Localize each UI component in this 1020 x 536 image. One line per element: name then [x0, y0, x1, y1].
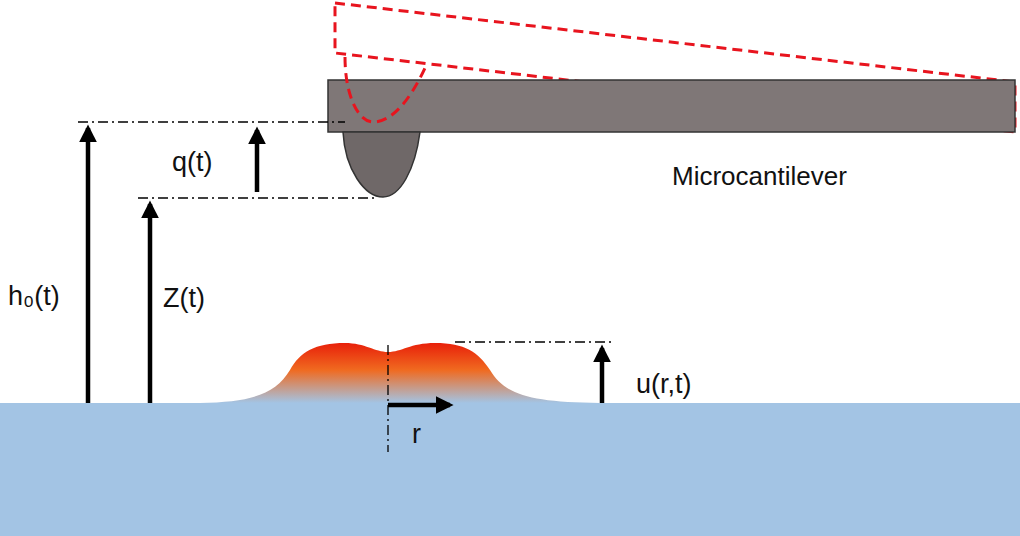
dimension-arrows: [88, 128, 602, 405]
variable-label: u(r,t): [636, 370, 692, 400]
substrate: [0, 403, 1020, 536]
variable-label: r: [412, 420, 421, 450]
deflected-tip: [345, 57, 425, 122]
surface-bump: [200, 343, 600, 403]
variable-label: q(t): [172, 148, 213, 178]
variable-label: Z(t): [163, 284, 205, 314]
cantilever-beam: [328, 80, 1015, 132]
cantilever-tip: [343, 132, 420, 197]
reference-lines: [78, 122, 612, 452]
variable-label: h₀(t): [8, 282, 60, 312]
part-label: Microcantilever: [672, 162, 847, 191]
